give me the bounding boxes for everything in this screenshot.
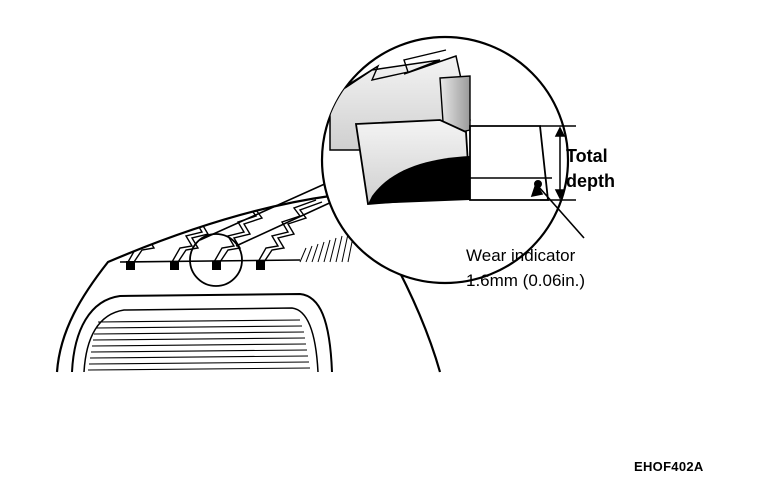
wear-indicator-blocks [126, 261, 265, 270]
rim-outline [71, 292, 333, 373]
total-depth-label: Total depth [566, 144, 615, 194]
wear-indicator-line-2: 1.6mm (0.06in.) [466, 271, 586, 290]
magnifier-circle-icon [320, 35, 570, 285]
tread-grooves [127, 199, 323, 263]
figure-code: EHOF402A [634, 459, 704, 474]
depth-dimension [540, 125, 576, 201]
rim-hatching [87, 319, 311, 371]
wear-indicator-line-1: Wear indicator [466, 246, 576, 265]
wear-indicator-pointer [530, 180, 585, 239]
detail-marker-circle [189, 233, 243, 287]
magnifier-leader-lines [199, 177, 339, 247]
total-depth-line-1: Total [566, 146, 608, 166]
total-depth-line-2: depth [566, 171, 615, 191]
wear-indicator-label: Wear indicator 1.6mm (0.06in.) [466, 243, 585, 293]
tread-baseline [119, 259, 301, 263]
sidewall-hatching [299, 231, 355, 263]
